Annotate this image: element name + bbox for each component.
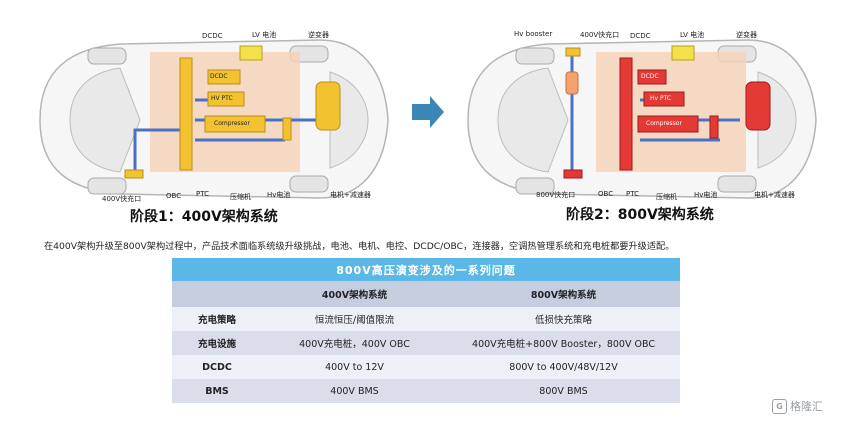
row-label: DCDC (172, 355, 262, 379)
box-label-compressor-800v: Compressor (646, 120, 682, 127)
lv-battery-400v (239, 45, 263, 61)
cell-800v: 400V充电桩+800V Booster，800V OBC (447, 331, 680, 355)
label-lv-battery-800v: LV 电池 (680, 31, 705, 39)
row-label: 充电策略 (172, 307, 262, 331)
cell-400v: 恒流恒压/阈值限流 (262, 307, 447, 331)
compressor-box-800v (637, 115, 699, 133)
lv-battery-800v (671, 45, 695, 61)
label-hv-booster: Hv booster (514, 30, 553, 38)
cell-400v: 400V to 12V (262, 355, 447, 379)
label-obc-400v: OBC (166, 192, 182, 200)
transition-arrow (412, 96, 444, 128)
fast-charge-400v (124, 169, 144, 179)
table-row: 充电策略 恒流恒压/阈值限流 低损快充策略 (172, 307, 680, 331)
label-motor-800v: 电机+减速器 (754, 191, 795, 199)
compressor-box-400v (204, 115, 266, 133)
watermark-logo-icon: G (772, 398, 787, 414)
watermark: G 格隆汇 (772, 398, 823, 414)
motor-800v (745, 81, 771, 131)
cell-800v: 800V to 400V/48V/12V (447, 355, 680, 379)
label-hv-battery-800v: Hv电池 (694, 191, 718, 199)
motor-400v (315, 81, 341, 131)
table-header-row: 400V架构系统 800V架构系统 (172, 281, 680, 307)
table-header-empty (172, 281, 262, 307)
stage2-title: 阶段2：800V架构系统 (566, 207, 714, 223)
box-label-dcdc-400v: DCDC (210, 73, 228, 80)
label-motor-400v: 电机+减速器 (330, 191, 371, 199)
ptc-box-800v (643, 91, 685, 107)
row-label: BMS (172, 379, 262, 403)
label-inverter-400v: 逆变器 (308, 31, 329, 39)
box-label-dcdc-800v: DCDC (641, 73, 659, 80)
hv-battery-400v (179, 57, 193, 171)
table-row: 充电设施 400V充电桩，400V OBC 400V充电桩+800V Boost… (172, 331, 680, 355)
label-dcdc-800v: DCDC (630, 32, 651, 40)
label-fast-charge-400v: 400V快充口 (102, 195, 142, 203)
cell-800v: 800V BMS (447, 379, 680, 403)
table-header-400v: 400V架构系统 (262, 281, 447, 307)
box-label-ptc-400v: HV PTC (211, 95, 233, 102)
label-lv-battery-400v: LV 电池 (252, 31, 277, 39)
table-header-800v: 800V架构系统 (447, 281, 680, 307)
label-ptc-400v: PTC (196, 190, 209, 198)
label-compressor-400v: 压缩机 (230, 193, 251, 201)
table-row: BMS 400V BMS 800V BMS (172, 379, 680, 403)
label-obc-800v: OBC (598, 190, 614, 198)
dcdc-box-800v (637, 69, 667, 85)
ptc-box-400v (207, 91, 245, 107)
cell-400v: 400V BMS (262, 379, 447, 403)
cell-800v: 低损快充策略 (447, 307, 680, 331)
watermark-text: 格隆汇 (790, 400, 823, 413)
table-row: DCDC 400V to 12V 800V to 400V/48V/12V (172, 355, 680, 379)
hv-battery-800v (619, 57, 633, 171)
architecture-diagrams (39, 39, 817, 199)
stage1-title: 阶段1：400V架构系统 (130, 209, 278, 225)
inverter-800v (709, 115, 719, 139)
label-ptc-800v: PTC (626, 190, 639, 198)
row-label: 充电设施 (172, 331, 262, 355)
label-dcdc-400v: DCDC (202, 32, 223, 40)
box-label-ptc-800v: Hv PTC (650, 95, 672, 102)
label-hv-battery-400v: Hv电池 (267, 191, 291, 199)
dcdc-box-400v (207, 69, 241, 85)
cell-400v: 400V充电桩，400V OBC (262, 331, 447, 355)
label-inverter-800v: 逆变器 (736, 31, 757, 39)
hv-booster-800v (565, 71, 579, 95)
fast-charge-400v-top (565, 47, 581, 57)
thermal-zone-800v (596, 52, 746, 172)
inverter-400v (282, 117, 292, 141)
label-compressor-800v: 压缩机 (656, 193, 677, 201)
description-caption: 在400V架构升级至800V架构过程中，产品技术面临系统级升级挑战，电池、电机、… (44, 241, 675, 252)
comparison-table: 800V高压演变涉及的一系列问题 400V架构系统 800V架构系统 充电策略 … (172, 258, 680, 403)
label-fast-charge-800v: 800V快充口 (536, 191, 576, 199)
box-label-compressor-400v: Compressor (214, 120, 250, 127)
table-title: 800V高压演变涉及的一系列问题 (172, 258, 680, 281)
fast-charge-800v (563, 169, 583, 179)
label-fast-charge-400v-top: 400V快充口 (580, 31, 620, 39)
